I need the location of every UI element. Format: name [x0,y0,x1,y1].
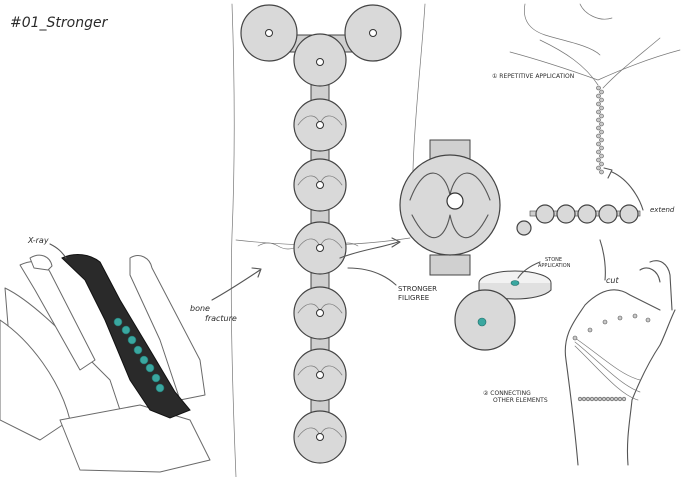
wrist-bead [585,396,591,402]
label-cut: cut [606,276,619,285]
title-text: #01_Stronger [10,15,109,31]
teal-link [127,335,137,345]
wrist-bead [577,396,583,402]
label-stone: STONE [545,257,562,263]
teal-link [145,363,155,373]
pendant-disc [293,286,347,340]
wrist-bead [589,396,595,402]
finger-bead [632,313,638,319]
wrist-bead [617,396,623,402]
teal-link [121,325,131,335]
pendant-disc [293,221,347,275]
wrist-bead [593,396,599,402]
drop-bead [599,137,604,143]
label-bone: bone [190,304,210,313]
label-connecting-1: ② CONNECTING [483,390,531,397]
wrist-bead [581,396,587,402]
drop-bead [599,105,604,111]
label-extend: extend [650,206,675,214]
teal-link [151,373,161,383]
label-fracture: fracture [205,314,237,323]
neck-necklace-sketch [509,3,681,175]
wrist-bead [597,396,603,402]
drop-bead [596,117,601,123]
wrist-bead [621,396,627,402]
pendant-disc [293,98,347,152]
pendant-disc [293,158,347,212]
drop-bead [599,129,604,135]
label-stronger-2: FILIGREE [398,294,429,302]
drop-bead [599,161,604,167]
label-connecting-2: OTHER ELEMENTS [493,397,548,404]
drop-bead [596,101,601,107]
chain-disc [556,204,576,224]
drop-bead [596,109,601,115]
enlarged-disc-detail [399,139,501,276]
finger-bead [602,319,608,325]
drop-bead [596,165,601,171]
xray-hand [0,254,211,473]
drop-bead [599,153,604,159]
chain-disc [577,204,597,224]
pendant-disc [293,348,347,402]
label-stone-2: APPLICATION [538,263,571,269]
label-repetitive: ① REPETITIVE APPLICATION [492,73,574,80]
drop-bead [596,85,601,91]
wrist-bead [605,396,611,402]
drop-bead [599,113,604,119]
label-xray: X-ray [27,236,49,245]
pendant-disc [293,410,347,464]
finger-bead [645,317,651,323]
drop-bead [596,157,601,163]
wrist-bead [601,396,607,402]
teal-link [139,355,149,365]
wrist-bead [613,396,619,402]
drop-bead [596,141,601,147]
drop-bead [599,169,604,175]
finger-bead [617,315,623,321]
stone-application [454,270,552,351]
teal-link [113,317,123,327]
drop-bead [596,93,601,99]
drop-bead [596,133,601,139]
finger-bead [587,327,593,333]
chain-disc [619,204,639,224]
finger-bead [572,335,578,341]
chain-disc [598,204,618,224]
drop-bead [599,89,604,95]
central-filigree-pendant [240,4,402,464]
wrist-bead [609,396,615,402]
drop-bead [596,125,601,131]
drop-bead [596,149,601,155]
drop-bead [599,97,604,103]
drop-bead [599,145,604,151]
hand-bracelet-sketch [564,260,676,466]
detail-arrow [339,241,399,259]
teal-link [133,345,143,355]
chain-disc [535,204,555,224]
extend-horizontal-chain [516,204,641,236]
teal-link [155,383,165,393]
label-stronger-1: STRONGER [398,285,437,293]
drop-bead [599,121,604,127]
